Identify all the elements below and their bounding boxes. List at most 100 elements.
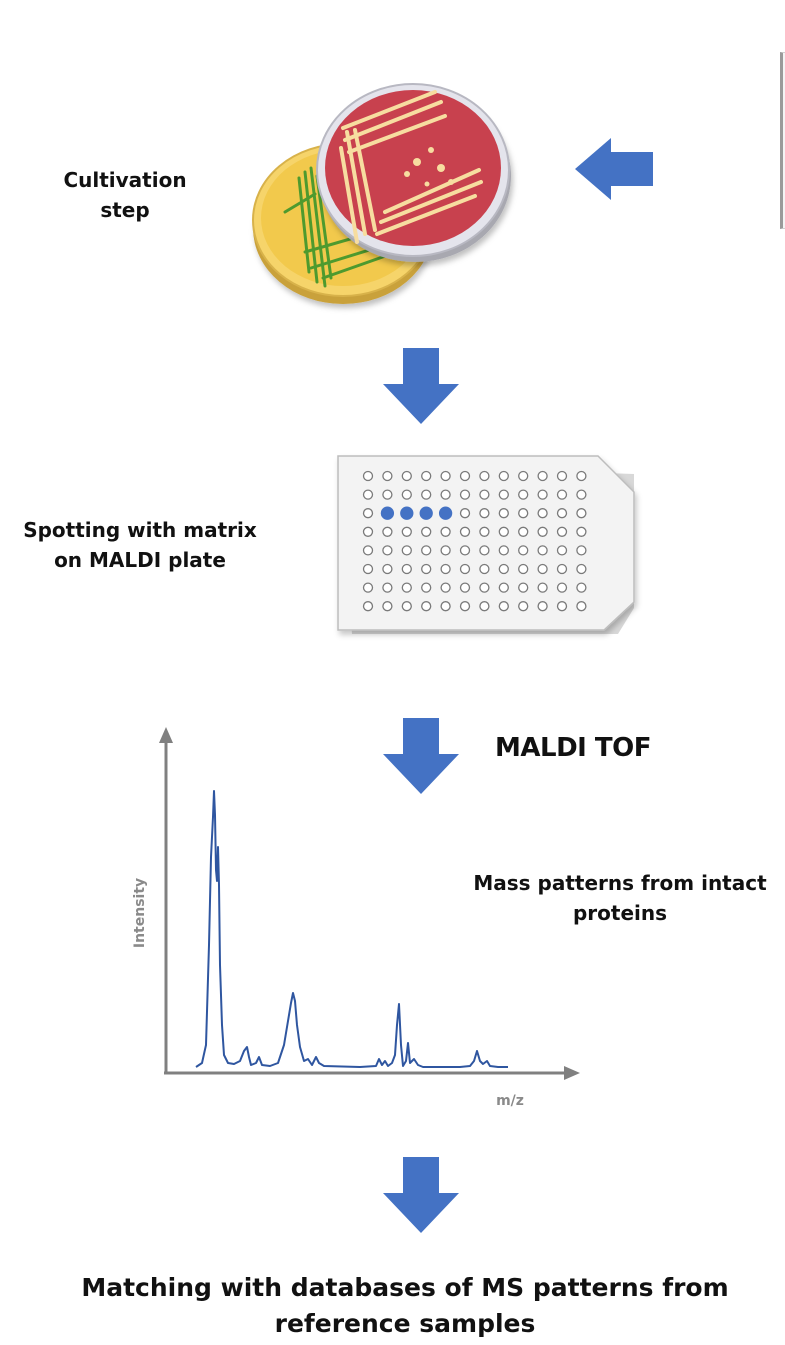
plate-well — [537, 582, 548, 593]
plate-well — [421, 545, 432, 556]
cultivation-step-label: Cultivation step — [63, 168, 187, 222]
plate-well-spotted — [400, 506, 414, 520]
plate-well — [459, 563, 471, 575]
plate-well — [498, 563, 509, 575]
plate-well — [401, 601, 412, 612]
x-axis-label: m/z — [496, 1093, 524, 1109]
plate-well — [537, 489, 548, 500]
plate-well — [362, 470, 374, 482]
plate-well — [459, 545, 471, 556]
plate-well — [362, 601, 374, 612]
cropped-panel-edge — [780, 52, 785, 229]
plate-well — [440, 526, 451, 537]
plate-well — [556, 545, 568, 556]
plate-well — [421, 582, 432, 593]
plate-well — [421, 470, 432, 482]
plate-well — [382, 526, 393, 537]
plate-well — [401, 545, 412, 556]
plate-well — [440, 563, 451, 575]
plate-well — [518, 563, 529, 575]
plate-well — [498, 601, 509, 612]
plate-well — [421, 489, 432, 500]
plate-well — [421, 601, 432, 612]
plate-well — [556, 563, 568, 575]
plate-well — [440, 582, 451, 593]
mass-spectrum — [159, 727, 580, 1080]
plate-well — [498, 508, 509, 519]
arrow-down-icon — [383, 348, 459, 424]
matching-label: Matching with databases of MS patterns f… — [81, 1273, 729, 1338]
plate-well-spotted — [380, 506, 395, 520]
plate-well — [537, 545, 548, 556]
arrow-down-icon — [383, 1157, 459, 1233]
plate-well — [382, 563, 393, 575]
plate-well — [401, 526, 412, 537]
plate-well — [556, 526, 568, 537]
plate-well — [576, 545, 587, 556]
plate-well — [459, 489, 471, 500]
spectrum-trace — [195, 790, 508, 1068]
plate-well — [401, 470, 412, 482]
plate-well — [382, 582, 393, 593]
plate-well — [459, 582, 471, 593]
plate-well — [479, 489, 490, 500]
plate-well — [362, 545, 374, 556]
plate-well — [576, 508, 587, 519]
arrow-left-icon — [575, 138, 653, 200]
plate-well — [382, 545, 393, 556]
plate-well — [382, 470, 393, 482]
plate-well — [440, 601, 451, 612]
plate-well — [440, 470, 451, 482]
arrow-down-icon — [383, 718, 459, 794]
plate-well — [479, 582, 490, 593]
plate-well — [479, 470, 490, 482]
plate-well — [576, 582, 587, 593]
plate-well — [362, 508, 374, 519]
mass-patterns-label: Mass patterns from intact proteins — [473, 871, 767, 925]
plate-well — [362, 563, 374, 575]
plate-well — [518, 508, 529, 519]
plate-well — [479, 563, 490, 575]
spotting-label: Spotting with matrix on MALDI plate — [23, 518, 257, 572]
plate-well-spotted — [438, 506, 453, 520]
plate-well — [459, 508, 471, 519]
plate-well — [537, 601, 548, 612]
plate-well — [518, 526, 529, 537]
plate-well — [518, 582, 529, 593]
plate-well — [576, 470, 587, 482]
plate-well — [518, 545, 529, 556]
plate-well — [479, 545, 490, 556]
plate-well — [576, 489, 587, 500]
plate-well — [518, 489, 529, 500]
plate-well — [556, 601, 568, 612]
plate-well — [459, 470, 471, 482]
plate-well — [440, 489, 451, 500]
plate-well — [518, 470, 529, 482]
maldi-tof-label: MALDI TOF — [495, 733, 651, 763]
plate-well — [459, 601, 471, 612]
plate-well — [362, 489, 374, 500]
plate-well — [498, 526, 509, 537]
plate-well — [362, 526, 374, 537]
plate-well-spotted — [419, 506, 433, 520]
y-axis-label: Intensity — [132, 877, 148, 949]
plate-well — [382, 489, 393, 500]
plate-well — [401, 563, 412, 575]
plate-well — [556, 582, 568, 593]
plate-well — [498, 545, 509, 556]
plate-well — [537, 508, 548, 519]
plate-well — [421, 526, 432, 537]
plate-well — [556, 508, 568, 519]
plate-well — [401, 582, 412, 593]
plate-well — [479, 601, 490, 612]
plate-well — [401, 489, 412, 500]
plate-well — [537, 470, 548, 482]
plate-well — [362, 582, 374, 593]
plate-well — [479, 508, 490, 519]
plate-well — [440, 545, 451, 556]
petri-dish-icon — [252, 83, 511, 304]
plate-well — [479, 526, 490, 537]
plate-well — [382, 601, 393, 612]
plate-well — [556, 489, 568, 500]
plate-well — [576, 563, 587, 575]
